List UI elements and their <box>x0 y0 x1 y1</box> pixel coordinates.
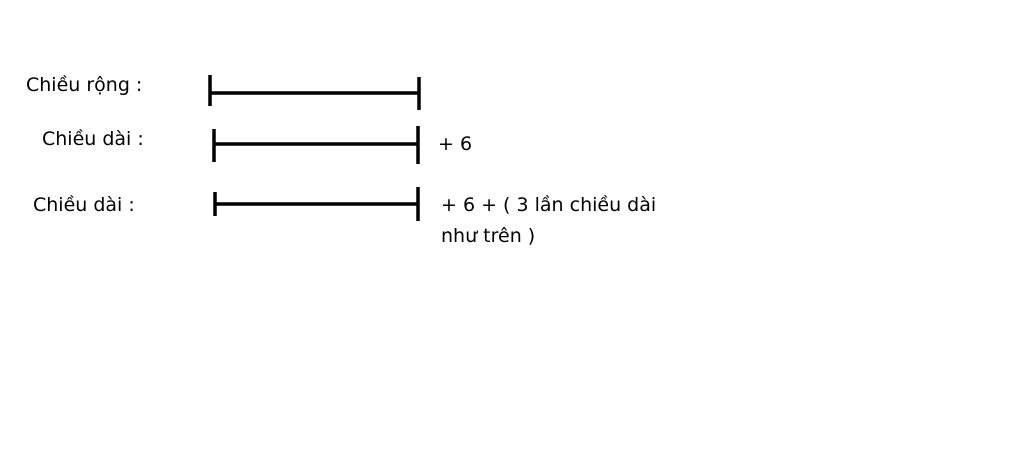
length-1-note: + 6 <box>438 133 473 155</box>
length-2-note-line-1: + 6 + ( 3 lần chiều dài <box>441 194 657 216</box>
width-segment <box>208 75 421 110</box>
length-label-1: Chiều dài : <box>42 128 144 150</box>
length-label-2: Chiều dài : <box>33 194 135 216</box>
length-segment-1 <box>212 126 420 164</box>
width-label: Chiều rộng : <box>26 74 143 96</box>
length-2-note-line-2: như trên ) <box>441 225 536 247</box>
length-segment-2 <box>213 187 420 221</box>
